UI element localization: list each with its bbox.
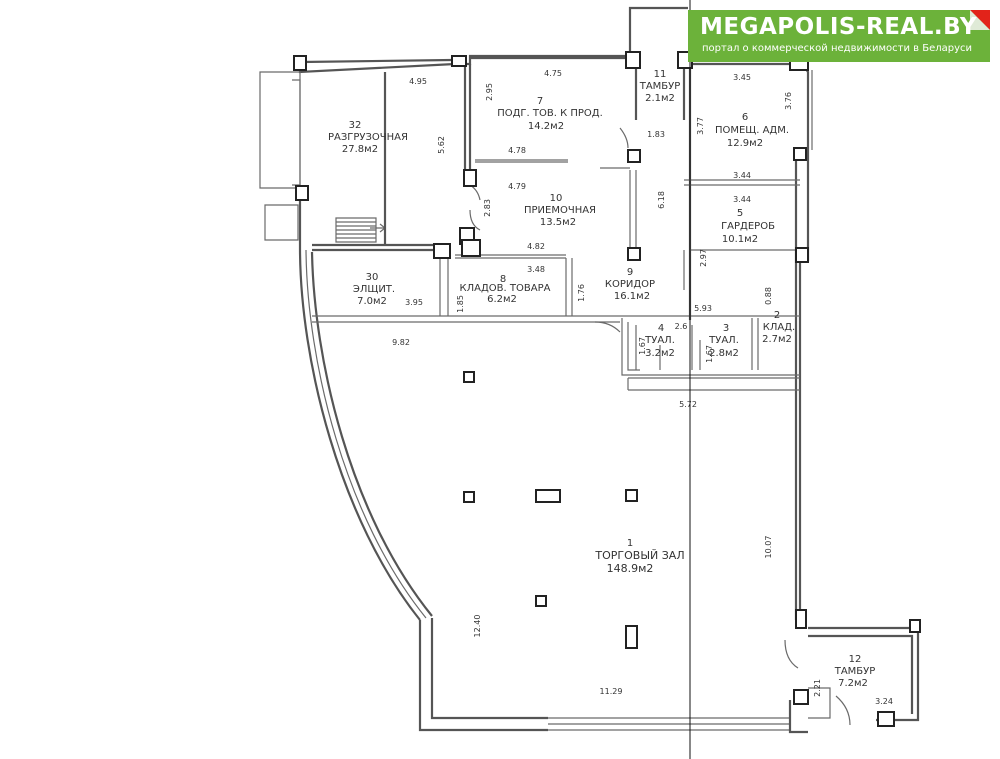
room-6: 6 ПОМЕЩ. АДМ. 12.9м2 [715, 112, 789, 149]
room-number: 3 [723, 323, 729, 334]
dimension-label: 9.82 [392, 338, 410, 347]
room-name: ТУАЛ. [644, 335, 675, 346]
dimension-label: 5.62 [437, 136, 446, 154]
room-name: КЛАД. [763, 322, 795, 333]
dimension-label: 3.95 [405, 298, 423, 307]
room-7: 7 ПОДГ. ТОВ. К ПРОД. 14.2м2 [497, 96, 603, 132]
room-labels: 32 РАЗГРУЗОЧНАЯ 27.8м2 7 ПОДГ. ТОВ. К ПР… [328, 69, 875, 689]
room-name: ЭЛЩИТ. [353, 284, 395, 295]
dimension-label: 12.40 [473, 615, 482, 638]
room-name: ТАМБУР [834, 666, 876, 677]
room-1: 1 ТОРГОВЫЙ ЗАЛ 148.9м2 [594, 538, 684, 575]
room-30: 30 ЭЛЩИТ. 7.0м2 [353, 272, 395, 307]
room-area: 2.1м2 [645, 93, 675, 104]
room-area: 3.2м2 [645, 348, 675, 359]
stairs [335, 217, 386, 243]
dimension-label: 4.78 [508, 146, 526, 155]
room-name: ПОДГ. ТОВ. К ПРОД. [497, 108, 603, 119]
dimension-labels: 4.95 4.75 3.45 2.95 5.62 3.76 3.77 1.83 … [392, 69, 893, 706]
room-2: 2 КЛАД. 2.7м2 [762, 310, 795, 345]
room-5: 5 ГАРДЕРОБ 10.1м2 [721, 208, 775, 245]
room-area: 7.0м2 [357, 296, 387, 307]
dimension-label: 3.77 [696, 117, 705, 135]
room-area: 27.8м2 [342, 144, 378, 155]
room-area: 10.1м2 [722, 234, 758, 245]
dimension-label: 2.21 [813, 679, 822, 697]
banner-title: MEGAPOLIS-REAL.BY [700, 14, 978, 40]
room-number: 11 [654, 69, 667, 80]
room-area: 2.8м2 [709, 348, 739, 359]
room-area: 2.7м2 [762, 334, 792, 345]
room-8: 8 КЛАДОВ. ТОВАРА 6.2м2 [460, 274, 551, 305]
dimension-label: 2.83 [483, 199, 492, 217]
dimension-label: 3.76 [784, 92, 793, 110]
dimension-label: 3.48 [527, 265, 545, 274]
room-number: 2 [774, 310, 780, 321]
dimension-label: 4.79 [508, 182, 526, 191]
dimension-label: 5.72 [679, 400, 697, 409]
dimension-label: 3.44 [733, 195, 751, 204]
room-number: 10 [550, 193, 563, 204]
room-12: 12 ТАМБУР 7.2м2 [834, 654, 876, 689]
dimension-label: 4.75 [544, 69, 562, 78]
dimension-label: 2.95 [485, 83, 494, 101]
room-name: КЛАДОВ. ТОВАРА [460, 283, 551, 294]
room-number: 5 [737, 208, 743, 219]
room-name: ПОМЕЩ. АДМ. [715, 125, 789, 136]
banner-subtitle: портал о коммерческой недвижимости в Бел… [702, 43, 972, 54]
room-number: 7 [537, 96, 543, 107]
dimension-label: 0.88 [764, 287, 773, 305]
banner-background [688, 10, 990, 62]
room-area: 12.9м2 [727, 138, 763, 149]
dimension-label: 1.67 [638, 337, 647, 355]
room-name: ГАРДЕРОБ [721, 221, 775, 232]
room-area: 148.9м2 [607, 562, 654, 575]
dimension-label: 4.95 [409, 77, 427, 86]
room-area: 6.2м2 [487, 294, 517, 305]
room-number: 32 [349, 120, 362, 131]
dimension-label: 11.29 [600, 687, 623, 696]
room-10: 10 ПРИЕМОЧНАЯ 13.5м2 [524, 193, 596, 228]
dimension-label: 1.85 [456, 295, 465, 313]
dimension-label: 10.07 [764, 536, 773, 559]
dimension-label: 1.67 [705, 345, 714, 363]
room-number: 8 [500, 274, 506, 285]
room-area: 7.2м2 [838, 678, 868, 689]
room-name: ТАМБУР [639, 81, 681, 92]
room-number: 4 [658, 323, 664, 334]
room-name: РАЗГРУЗОЧНАЯ [328, 132, 408, 143]
room-name: ПРИЕМОЧНАЯ [524, 205, 596, 216]
site-banner[interactable]: MEGAPOLIS-REAL.BY портал о коммерческой … [688, 10, 990, 62]
room-number: 30 [366, 272, 379, 283]
dimension-label: 6.18 [657, 191, 666, 209]
room-4: 4 ТУАЛ. 3.2м2 [644, 323, 675, 359]
dimension-label: 1.76 [577, 284, 586, 302]
room-area: 13.5м2 [540, 217, 576, 228]
dimension-label: 3.24 [875, 697, 893, 706]
room-11: 11 ТАМБУР 2.1м2 [639, 69, 681, 104]
room-area: 14.2м2 [528, 121, 564, 132]
room-9: 9 КОРИДОР 16.1м2 [605, 267, 655, 302]
plan-walls [259, 0, 921, 759]
room-name: ТУАЛ. [708, 335, 739, 346]
dimension-label: 1.83 [647, 130, 665, 139]
dimension-label: 4.82 [527, 242, 545, 251]
room-32: 32 РАЗГРУЗОЧНАЯ 27.8м2 [328, 120, 408, 155]
dimension-label: 2.6 [675, 322, 688, 331]
room-number: 9 [627, 267, 633, 278]
room-number: 12 [849, 654, 862, 665]
dimension-label: 3.45 [733, 73, 751, 82]
room-name: КОРИДОР [605, 279, 655, 290]
room-number: 6 [742, 112, 748, 123]
room-3: 3 ТУАЛ. 2.8м2 [708, 323, 739, 359]
room-name: ТОРГОВЫЙ ЗАЛ [594, 549, 684, 562]
dimension-label: 3.44 [733, 171, 751, 180]
dimension-label: 5.93 [694, 304, 712, 313]
room-number: 1 [627, 538, 633, 549]
room-area: 16.1м2 [614, 291, 650, 302]
dimension-label: 2.97 [699, 249, 708, 267]
